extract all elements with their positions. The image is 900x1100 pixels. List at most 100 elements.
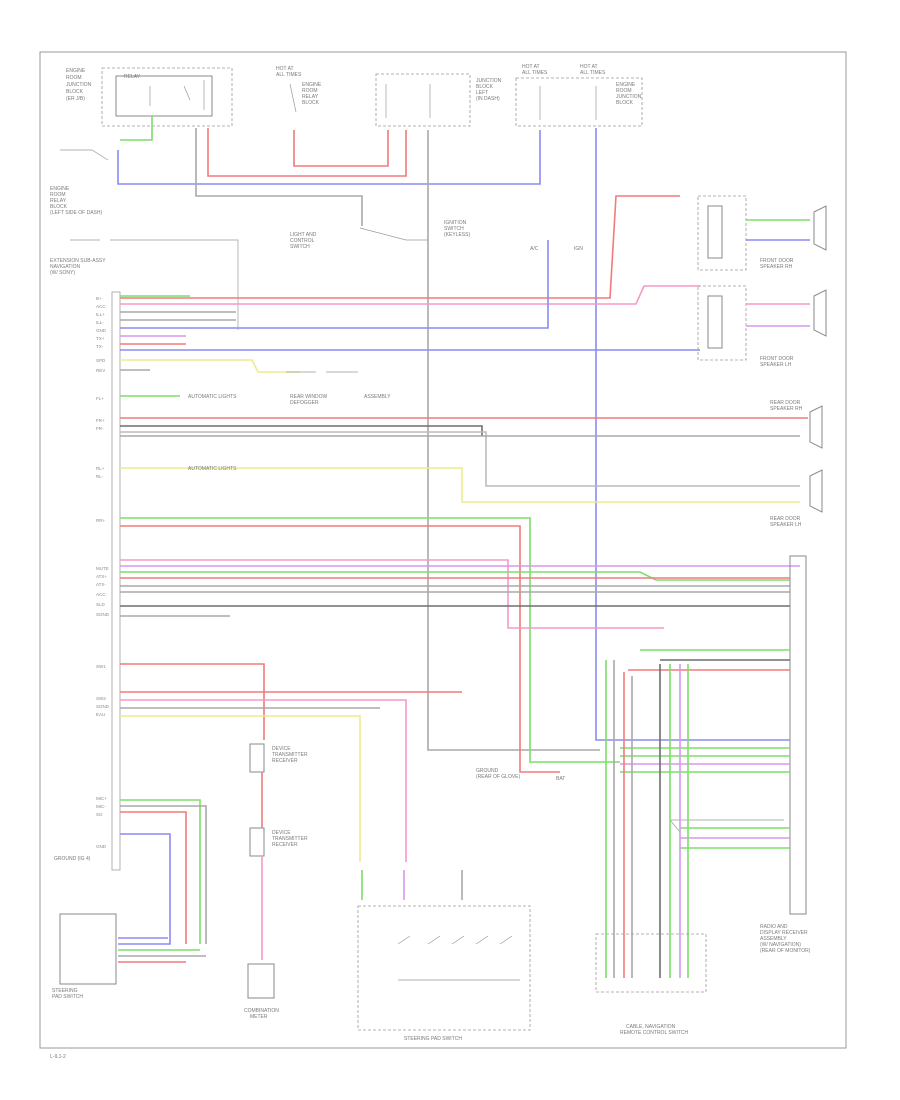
svg-text:HOT AT: HOT AT [580,64,598,70]
svg-text:BAT: BAT [556,776,565,782]
svg-text:HOT AT: HOT AT [276,66,294,72]
right-connector: RADIO AND DISPLAY RECEIVER ASSEMBLY (W/ … [620,555,811,954]
svg-text:TX-: TX- [96,344,104,349]
bottom-left-device: STEERING PAD SWITCH GROUND (IG 4) [52,799,207,1000]
svg-text:GROUND (IG 4): GROUND (IG 4) [54,856,91,862]
svg-text:SGND: SGND [96,612,110,617]
svg-text:TX+: TX+ [96,336,105,341]
svg-text:SLD: SLD [96,602,106,607]
svg-text:MIC-: MIC- [96,804,106,809]
svg-text:MUTE: MUTE [96,566,109,571]
svg-text:IGN: IGN [574,246,583,252]
svg-text:ALL TIMES: ALL TIMES [580,70,606,76]
main-harness [120,195,808,862]
svg-text:JUNCTION: JUNCTION [66,82,92,88]
svg-text:ENGINE: ENGINE [66,68,86,74]
svg-text:ATX-: ATX- [96,582,106,587]
svg-text:HOT AT: HOT AT [522,64,540,70]
bottom-right-drops [605,660,689,978]
svg-text:SG: SG [96,812,103,817]
diagram-frame [39,51,847,1049]
svg-text:BLOCK: BLOCK [302,100,320,106]
svg-text:(LEFT SIDE OF DASH): (LEFT SIDE OF DASH) [50,210,102,216]
svg-text:SW1: SW1 [96,664,106,669]
svg-text:ILL+: ILL+ [96,312,105,317]
svg-text:METER: METER [250,1014,268,1020]
svg-text:IGNITION: IGNITION [444,220,467,226]
svg-text:FRONT DOOR: FRONT DOOR [760,356,794,362]
svg-text:DISPLAY RECEIVER: DISPLAY RECEIVER [760,930,808,936]
svg-text:SGND: SGND [96,704,110,709]
svg-text:DEVICE: DEVICE [272,746,291,752]
svg-text:ENGINE: ENGINE [302,82,322,88]
svg-text:BLOCK: BLOCK [66,89,84,95]
svg-text:AUTOMATIC LIGHTS: AUTOMATIC LIGHTS [188,394,237,400]
svg-text:ACC: ACC [96,304,106,309]
svg-text:ROOM: ROOM [616,88,632,94]
top-fuse-box-left: ENGINE ROOM JUNCTION BLOCK (ER J/B) RELA… [66,67,233,127]
svg-text:RADIO AND: RADIO AND [760,924,788,930]
svg-text:BLOCK: BLOCK [476,84,494,90]
svg-text:JUNCTION: JUNCTION [476,78,502,84]
steering-switch: STEERING PAD SWITCH [357,870,531,1042]
svg-text:LEFT: LEFT [476,90,488,96]
svg-text:(KEYLESS): (KEYLESS) [444,232,470,238]
svg-text:SWITCH: SWITCH [290,244,310,250]
center-devices: LIGHT AND CONTROL SWITCH IGNITION SWITCH… [188,220,583,472]
svg-text:SPD: SPD [96,358,106,363]
svg-text:RELAY: RELAY [50,198,67,204]
bottom-right-connector: CABLE, NAVIGATION REMOTE CONTROL SWITCH [595,933,707,1036]
svg-text:EXTENSION SUB-ASSY: EXTENSION SUB-ASSY [50,258,106,264]
top-wiring [60,116,620,751]
speaker-front-right: FRONT DOOR SPEAKER RH [697,195,827,271]
svg-text:RL-: RL- [96,474,104,479]
svg-text:JUNCTION: JUNCTION [616,94,642,100]
svg-text:SPEAKER LH: SPEAKER LH [760,362,792,368]
svg-text:(W/ SONY): (W/ SONY) [50,270,75,276]
svg-text:REV: REV [96,368,105,373]
top-fuse-box-middle: HOT AT ALL TIMES ENGINE ROOM RELAY BLOCK… [276,66,502,127]
svg-text:STEERING: STEERING [52,988,78,994]
svg-text:ALL TIMES: ALL TIMES [522,70,548,76]
svg-text:(REAR OF GLOVE): (REAR OF GLOVE) [476,774,521,780]
svg-text:ACC: ACC [96,592,106,597]
svg-text:CABLE, NAVIGATION: CABLE, NAVIGATION [626,1024,676,1030]
speaker-rear-right: REAR DOOR SPEAKER RH [770,400,823,449]
svg-text:BLOCK: BLOCK [616,100,634,106]
svg-text:SW2: SW2 [96,696,106,701]
speaker-front-left: FRONT DOOR SPEAKER LH [697,285,827,368]
left-pin-labels: B+ ACC ILL+ ILL- GND TX+ TX- SPD REV FL+… [96,296,110,849]
svg-text:ENGINE: ENGINE [50,186,70,192]
svg-text:(W/ NAVIGATION): (W/ NAVIGATION) [760,942,801,948]
svg-text:ROOM: ROOM [50,192,66,198]
svg-text:SWITCH: SWITCH [444,226,464,232]
svg-text:FL+: FL+ [96,396,104,401]
resistor-devices: DEVICE TRANSMITTER RECEIVER DEVICE TRANS… [244,743,308,1020]
svg-text:PAD SWITCH: PAD SWITCH [52,994,83,1000]
svg-text:ROOM: ROOM [66,75,82,81]
svg-text:B+: B+ [96,296,102,301]
svg-text:AUTOMATIC LIGHTS: AUTOMATIC LIGHTS [188,466,237,472]
svg-text:RELAY: RELAY [302,94,319,100]
svg-text:ASSEMBLY: ASSEMBLY [760,936,787,942]
svg-text:MIC+: MIC+ [96,796,107,801]
svg-text:ILL-: ILL- [96,320,104,325]
svg-text:TRANSMITTER: TRANSMITTER [272,752,308,758]
footer-code: L-IL1-2 [50,1054,66,1060]
svg-text:DEVICE: DEVICE [272,830,291,836]
svg-text:NAVIGATION: NAVIGATION [50,264,80,270]
svg-text:GROUND: GROUND [476,768,499,774]
speaker-rear-left: REAR DOOR SPEAKER LH [770,469,823,528]
svg-text:REAR WINDOW: REAR WINDOW [290,394,328,400]
svg-text:ATX+: ATX+ [96,574,107,579]
svg-text:EAU: EAU [96,712,105,717]
svg-text:RECEIVER: RECEIVER [272,758,298,764]
top-fuse-box-right: HOT AT ALL TIMES HOT AT ALL TIMES ENGINE… [515,64,643,127]
main-control-unit: EXTENSION SUB-ASSY NAVIGATION (W/ SONY) … [50,186,239,871]
svg-text:RECEIVER: RECEIVER [272,842,298,848]
svg-text:SPEAKER RH: SPEAKER RH [770,406,803,412]
svg-text:COMBINATION: COMBINATION [244,1008,279,1014]
svg-text:REAR DOOR: REAR DOOR [770,516,801,522]
svg-text:ENGINE: ENGINE [616,82,636,88]
svg-text:(ER J/B): (ER J/B) [66,96,85,102]
